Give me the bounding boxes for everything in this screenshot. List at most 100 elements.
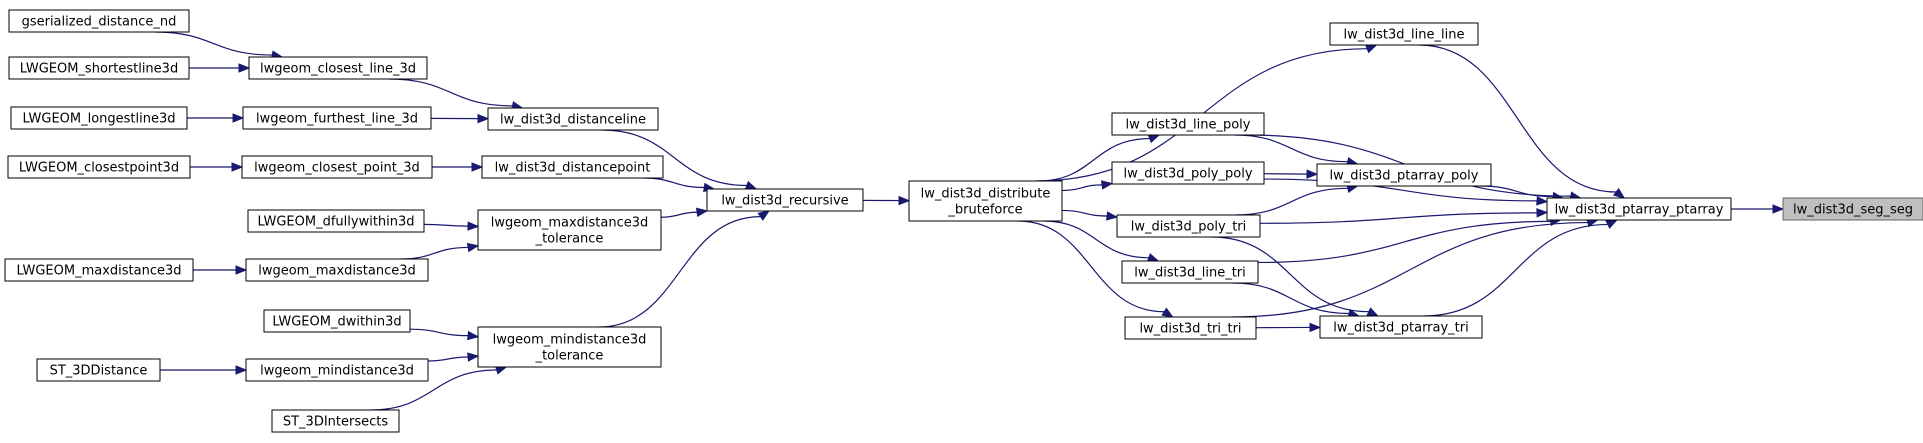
node-LWGEOM_shortestline3d[interactable]: LWGEOM_shortestline3d (8, 56, 190, 80)
edge-mindistance3d_tolerance-to-recursive (598, 216, 761, 328)
node-gserialized_distance_nd[interactable]: gserialized_distance_nd (8, 9, 190, 33)
node-label: _bruteforce (947, 203, 1022, 218)
node-lwgeom_maxdistance3d[interactable]: lwgeom_maxdistance3d (245, 258, 429, 282)
node-label: lw_dist3d_line_tri (1134, 266, 1246, 281)
edge-arrowhead (1536, 196, 1549, 206)
node-label: LWGEOM_maxdistance3d (16, 264, 181, 279)
edge-gserialized_distance_nd-to-closest_line_3d (154, 31, 273, 56)
edge-arrowhead (1364, 44, 1378, 54)
node-label: ST_3DDistance (50, 364, 148, 379)
edge-maxdistance3d_tolerance-to-recursive (660, 211, 698, 218)
node-label: lw_dist3d_distanceline (500, 113, 646, 128)
node-ST_3DDistance[interactable]: ST_3DDistance (36, 358, 161, 382)
node-box (8, 56, 190, 80)
edge-arrowhead (1536, 208, 1549, 218)
node-label: lw_dist3d_distancepoint (495, 161, 651, 176)
node-line_tri[interactable]: lw_dist3d_line_tri (1121, 260, 1259, 284)
edge-closest_line_3d-to-distanceline (388, 78, 513, 107)
node-label: lw_dist3d_tri_tri (1139, 322, 1241, 337)
edge-arrowhead (477, 113, 490, 124)
node-label: LWGEOM_longestline3d (22, 112, 175, 127)
node-box (245, 258, 429, 282)
node-furthest_line_3d[interactable]: lwgeom_furthest_line_3d (242, 106, 432, 130)
node-line_poly[interactable]: lw_dist3d_line_poly (1111, 112, 1265, 136)
node-tri_tri[interactable]: lw_dist3d_tri_tri (1124, 316, 1257, 340)
node-label: lw_dist3d_line_line (1344, 28, 1465, 43)
node-label: lw_dist3d_poly_tri (1131, 220, 1247, 235)
node-LWGEOM_closestpoint3d[interactable]: LWGEOM_closestpoint3d (7, 155, 191, 179)
node-ptarray_tri[interactable]: lw_dist3d_ptarray_tri (1319, 315, 1483, 339)
edge-line_tri-to-ptarray_ptarray (1257, 220, 1551, 264)
node-label: lwgeom_maxdistance3d (258, 264, 416, 279)
edge-line_line-to-ptarray_ptarray (1418, 44, 1617, 193)
node-box (1316, 163, 1492, 187)
edge-arrowhead (471, 162, 484, 172)
node-LWGEOM_dfullywithin3d[interactable]: LWGEOM_dfullywithin3d (247, 209, 425, 233)
node-poly_poly[interactable]: lw_dist3d_poly_poly (1111, 161, 1265, 185)
node-box (242, 106, 432, 130)
node-box (481, 155, 664, 179)
node-box (1111, 112, 1265, 136)
node-label: lwgeom_mindistance3d (493, 333, 647, 348)
edge-distribute_bruteforce-to-poly_tri (1061, 209, 1108, 217)
edge-LWGEOM_dwithin3d-to-mindistance3d_tolerance (409, 328, 469, 337)
node-box (248, 56, 428, 80)
edge-arrowhead (238, 63, 251, 73)
node-label: lwgeom_mindistance3d (260, 364, 414, 379)
node-label: lw_dist3d_ptarray_poly (1330, 169, 1479, 184)
node-lwgeom_mindistance3d[interactable]: lwgeom_mindistance3d (245, 358, 429, 382)
edge-arrowhead (757, 210, 770, 221)
edge-arrowhead (1161, 307, 1174, 318)
edge-distancepoint-to-recursive (643, 177, 705, 189)
node-closest_line_3d[interactable]: lwgeom_closest_line_3d (248, 56, 428, 80)
edge-poly_poly-to-ptarray_ptarray (1263, 178, 1538, 202)
edge-arrowhead (1612, 187, 1626, 199)
node-label: gserialized_distance_nd (22, 15, 177, 30)
node-label: LWGEOM_dwithin3d (272, 315, 401, 330)
edge-ptarray_tri-to-ptarray_ptarray (1423, 223, 1608, 317)
node-LWGEOM_maxdistance3d[interactable]: LWGEOM_maxdistance3d (4, 258, 194, 282)
edge-arrowhead (695, 207, 709, 217)
edge-arrowhead (467, 330, 480, 341)
node-box (477, 209, 662, 251)
node-box (487, 107, 659, 131)
node-label: lw_dist3d_recursive (721, 194, 848, 209)
edge-arrowhead (231, 162, 244, 172)
node-mindistance3d_tolerance[interactable]: lwgeom_mindistance3d_tolerance (477, 326, 662, 368)
node-ST_3DIntersects[interactable]: ST_3DIntersects (271, 409, 400, 433)
node-ptarray_poly[interactable]: lw_dist3d_ptarray_poly (1316, 163, 1492, 187)
node-recursive[interactable]: lw_dist3d_recursive (706, 188, 864, 212)
node-seg_seg[interactable]: lw_dist3d_seg_seg (1782, 197, 1923, 221)
edge-arrowhead (1105, 211, 1119, 221)
node-closest_point_3d[interactable]: lwgeom_closest_point_3d (241, 155, 433, 179)
node-distribute_bruteforce[interactable]: lw_dist3d_distribute_bruteforce (908, 180, 1063, 222)
edge-line_poly-to-ptarray_poly (1234, 134, 1348, 163)
edge-arrowhead (467, 352, 480, 362)
node-poly_tri[interactable]: lw_dist3d_poly_tri (1116, 214, 1261, 238)
node-label: lw_dist3d_ptarray_tri (1333, 321, 1469, 336)
edge-distribute_bruteforce-to-line_poly (1038, 137, 1150, 182)
node-LWGEOM_dwithin3d[interactable]: LWGEOM_dwithin3d (263, 309, 411, 333)
node-box (271, 409, 400, 433)
edge-arrowhead (1605, 219, 1619, 229)
node-label: lwgeom_closest_line_3d (260, 62, 416, 77)
node-box (908, 180, 1063, 222)
node-line_line[interactable]: lw_dist3d_line_line (1329, 22, 1479, 46)
node-distancepoint[interactable]: lw_dist3d_distancepoint (481, 155, 664, 179)
node-maxdistance3d_tolerance[interactable]: lwgeom_maxdistance3d_tolerance (477, 209, 662, 251)
edge-arrowhead (232, 113, 245, 123)
node-ptarray_ptarray[interactable]: lw_dist3d_ptarray_ptarray (1546, 197, 1732, 221)
edge-arrowhead (466, 242, 480, 253)
edge-arrowhead (1306, 169, 1319, 179)
node-box (4, 258, 194, 282)
node-box (247, 209, 425, 233)
node-box (36, 358, 161, 382)
node-label: lw_dist3d_poly_poly (1123, 167, 1252, 182)
node-label: lw_dist3d_distribute (921, 187, 1051, 202)
node-distanceline[interactable]: lw_dist3d_distanceline (487, 107, 659, 131)
node-box (245, 358, 429, 382)
node-label: ST_3DIntersects (283, 415, 389, 430)
node-LWGEOM_longestline3d[interactable]: LWGEOM_longestline3d (10, 106, 188, 130)
edge-distribute_bruteforce-to-tri_tri (1017, 220, 1165, 313)
node-box (10, 106, 188, 130)
